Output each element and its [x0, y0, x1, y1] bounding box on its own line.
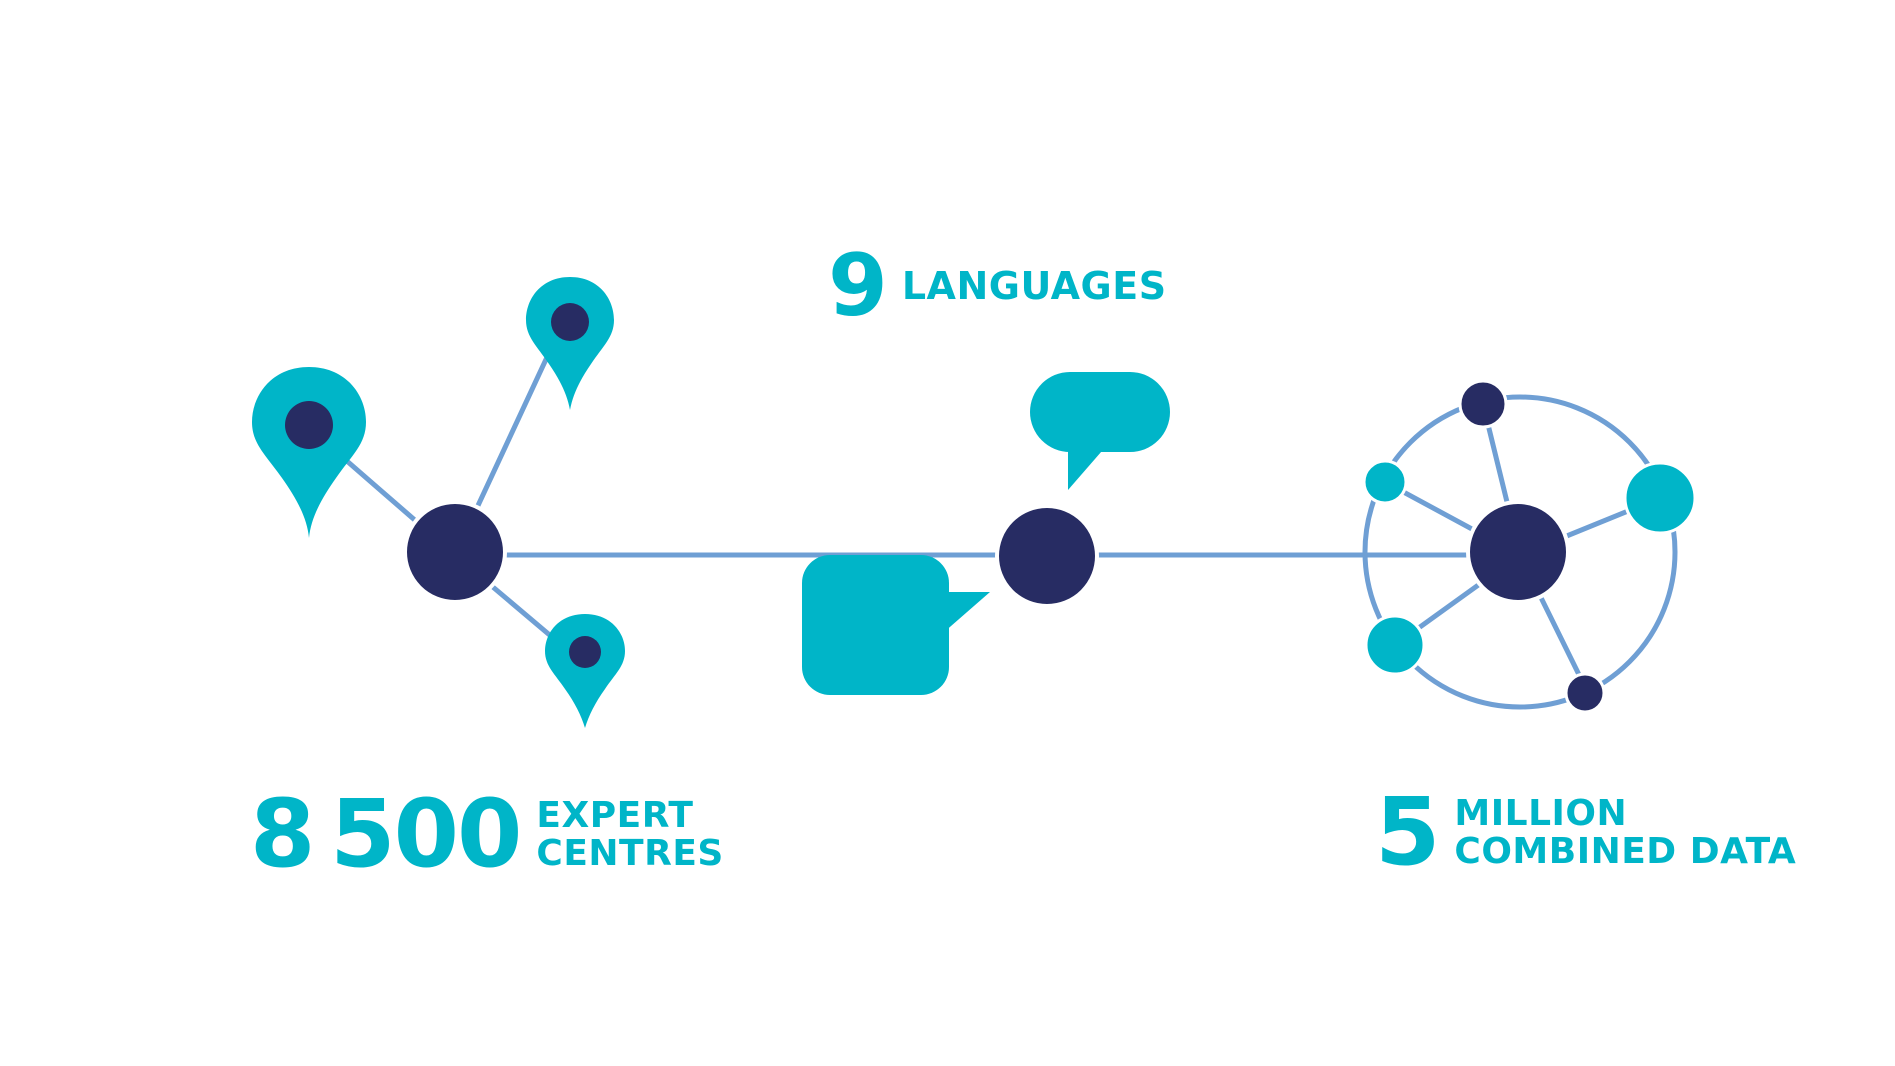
stat-data-label: MILLION COMBINED DATA [1454, 795, 1796, 871]
hub-node-centres [403, 500, 507, 604]
location-pin-icon [526, 277, 614, 410]
location-pin-icon [545, 614, 625, 728]
speech-bubble-icon [1030, 372, 1170, 490]
stat-centres-number: 8 500 [250, 780, 522, 889]
stat-data-number: 5 [1375, 778, 1440, 887]
hub-node-languages [995, 504, 1099, 608]
speech-bubble-icon [802, 555, 990, 695]
stat-languages: 9 LANGUAGES [828, 243, 1167, 329]
globe-ring [1362, 394, 1678, 710]
stat-languages-number: 9 [828, 236, 888, 336]
location-pin-icon [252, 367, 366, 538]
stat-data-label-line: MILLION [1454, 793, 1628, 834]
stat-data-label-line: COMBINED DATA [1454, 831, 1797, 872]
stat-languages-label: LANGUAGES [902, 267, 1167, 305]
stat-languages-label-line: LANGUAGES [901, 264, 1167, 308]
stat-expert-centres: 8 500 EXPERT CENTRES [250, 788, 724, 882]
network-globe-icon [1362, 379, 1697, 714]
stat-centres-label-line: EXPERT [536, 795, 694, 836]
stat-combined-data: 5 MILLION COMBINED DATA [1375, 786, 1796, 880]
stat-centres-label-line: CENTRES [536, 833, 724, 874]
stat-centres-label: EXPERT CENTRES [536, 797, 723, 873]
hub-node-data [1466, 500, 1570, 604]
